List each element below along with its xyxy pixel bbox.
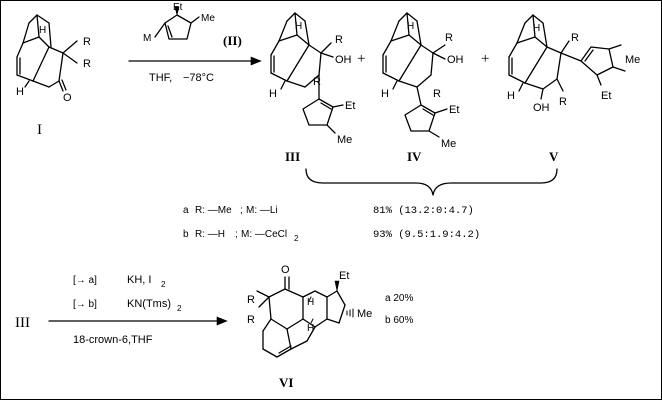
compound-1-r-2: R [83, 58, 91, 70]
compound-6-et: Et [339, 270, 349, 282]
compound-4-oh: OH [447, 54, 464, 66]
step-1-conditions-solvent: THF, [149, 72, 172, 84]
compound-3-h: H [295, 21, 302, 32]
step-2-reagent-b-subscript: 2 [177, 304, 182, 313]
compound-1-oxygen: O [63, 92, 72, 104]
step-2-conditions: 18-crown-6,THF [73, 334, 153, 346]
compound-1-label: I [37, 122, 42, 138]
compound-3-structure [270, 12, 344, 134]
step-2-reagent-a-subscript: 2 [161, 280, 166, 289]
variant-a-m-definition: M: —Li [246, 205, 278, 216]
compound-4-h: H [407, 21, 414, 32]
compound-5-me: Me [625, 54, 640, 66]
step-2-reagent-b: KN(Tms) [127, 298, 171, 310]
compound-4-r-1: R [445, 32, 453, 44]
step-2-reagent-a-tag: [→ a] [73, 275, 97, 286]
compound-6-me: Me [357, 308, 372, 320]
reagent-2-et: Et [173, 2, 183, 13]
compound-3-h-bottom: H [269, 88, 277, 100]
variant-a-yield: 81% (13.2:0:4.7) [373, 205, 474, 217]
compound-5-oh: OH [533, 102, 550, 114]
product-yield-b: b 60% [385, 315, 413, 326]
variant-b-r-definition: R: —H [195, 229, 225, 240]
variant-b-prefix: b [183, 229, 189, 240]
compound-1-r-1: R [83, 36, 91, 48]
compound-6-r-2: R [247, 314, 255, 326]
compound-5-r-2: R [559, 96, 567, 108]
compound-3-r-2: R [313, 76, 321, 88]
compound-6-label: VI [279, 375, 293, 390]
compound-1-structure [16, 14, 78, 92]
compound-4-et: Et [449, 104, 459, 116]
compound-4-label: IV [407, 149, 422, 164]
plus-sign-2: + [481, 51, 489, 67]
compound-1-h-top: H [39, 25, 46, 36]
compound-6-oxygen: O [281, 264, 290, 276]
step-2-start-label: III [15, 315, 30, 331]
product-yield-a: a 20% [385, 293, 413, 304]
compound-6-r-1: R [247, 294, 255, 306]
step-2-arrow [48, 316, 228, 326]
variant-a-separator: ; [240, 205, 243, 216]
compound-6-h-2: H [307, 323, 314, 334]
compound-3-label: III [285, 149, 300, 164]
step-2-reagent-b-tag: [→ b] [73, 299, 97, 310]
variant-b-m-definition: M: —CeCl [241, 229, 287, 240]
compound-6-h-1: H [307, 297, 314, 308]
compound-5-structure [508, 14, 626, 100]
step-1-arrow [128, 56, 262, 66]
compound-3-oh: OH [335, 54, 352, 66]
compound-3-et: Et [345, 100, 355, 112]
compound-3-me: Me [337, 134, 352, 146]
compound-5-h-bottom: H [507, 90, 515, 102]
variant-b-m-subscript: 2 [294, 234, 299, 243]
variant-a-r-definition: R: —Me [195, 205, 232, 216]
compound-1-h-bottom: H [16, 86, 24, 98]
reagent-2-structure [154, 6, 200, 40]
compound-5-r-1: R [571, 32, 579, 44]
compound-4-h-bottom: H [381, 88, 389, 100]
step-1-conditions-temperature: −78°C [183, 72, 214, 84]
variant-b-yield: 93% (9.5:1.9:4.2) [373, 229, 480, 241]
compound-4-me: Me [441, 138, 456, 150]
reagent-2-m: M [143, 33, 151, 44]
compound-5-et: Et [601, 90, 611, 102]
plus-sign-1: + [357, 51, 365, 67]
compound-3-r-1: R [335, 34, 343, 46]
reagent-2-me: Me [201, 13, 215, 24]
compound-4-r-2: R [433, 88, 441, 100]
compound-5-label: V [549, 149, 559, 164]
step-2-reagent-a: KH, I [127, 274, 151, 286]
product-grouping-brace [305, 168, 558, 196]
variant-b-separator: ; [235, 229, 238, 240]
compound-4-structure [382, 12, 448, 138]
variant-a-prefix: a [183, 205, 189, 216]
compound-5-h: H [533, 23, 540, 34]
compound-6-structure [256, 276, 354, 358]
reagent-2-label: (II) [223, 33, 242, 48]
